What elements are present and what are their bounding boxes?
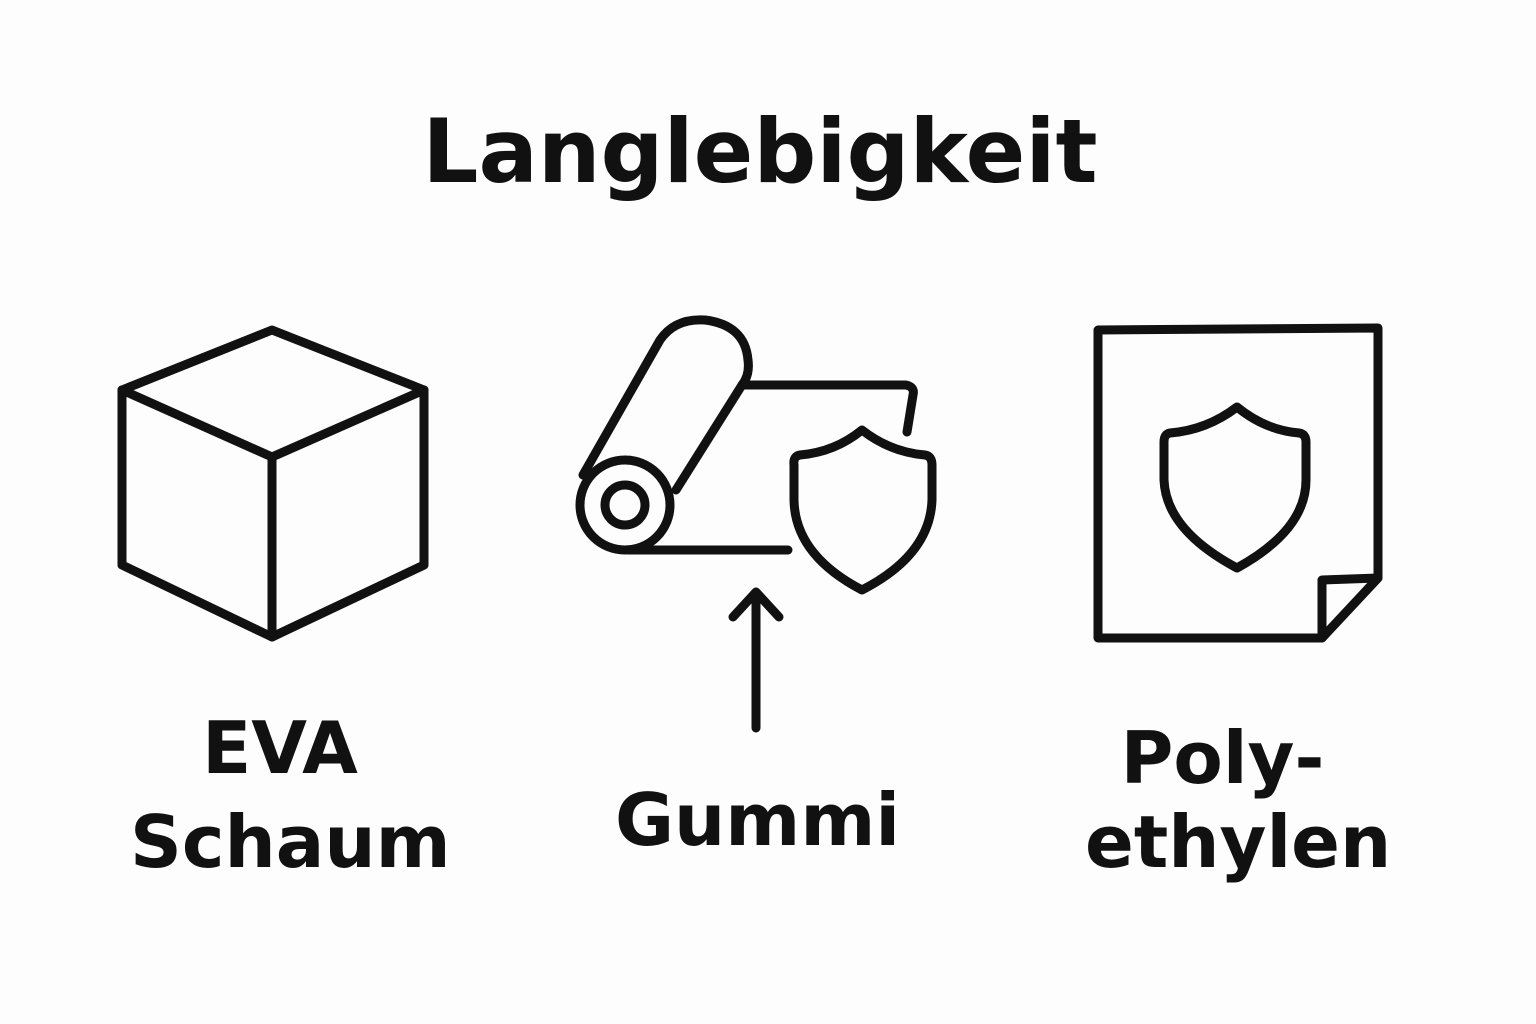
up-arrow-icon	[728, 587, 784, 733]
sheet-shield-icon	[1093, 323, 1383, 643]
label-schaum: Schaum	[130, 800, 451, 884]
label-poly: Poly-	[1120, 716, 1325, 800]
rubber-roll-shield-icon	[575, 315, 937, 595]
label-eva: EVA	[202, 706, 358, 790]
diagram-title: Langlebigkeit	[422, 100, 1098, 203]
label-ethylen: ethylen	[1085, 800, 1392, 884]
label-gummi: Gummi	[614, 778, 901, 862]
cube-icon	[117, 325, 429, 642]
